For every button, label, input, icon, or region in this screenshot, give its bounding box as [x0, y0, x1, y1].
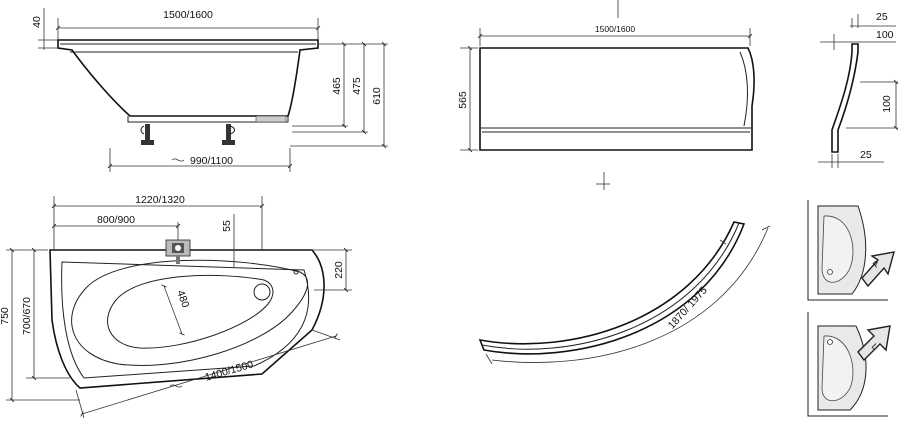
orientation-letter-l: L — [870, 341, 881, 352]
top-depth-inner-label: 700/670 — [21, 297, 33, 335]
profile-mid-height-label: 100 — [881, 95, 893, 113]
top-depth-outer-label: 750 — [0, 307, 11, 325]
side-view-base — [127, 116, 289, 123]
panel-profile-outline — [831, 43, 859, 153]
top-diagonal-label: 1400/1500 — [204, 358, 255, 383]
profile-bottom-offset-label: 25 — [860, 149, 872, 161]
top-view-tap — [165, 239, 191, 264]
top-view-drain — [253, 283, 271, 301]
front-panel-view: 1500/1600 565 — [457, 0, 755, 190]
side-height-475-label: 475 — [351, 77, 363, 95]
curved-panel-outline — [478, 221, 746, 355]
front-panel-length-label: 1500/1600 — [595, 24, 635, 34]
front-panel-dimensions: 1500/1600 565 — [457, 0, 753, 190]
top-view-tub-outline — [49, 249, 325, 389]
curved-panel-arc-label: 1870/ 1975 — [666, 284, 710, 331]
top-view-dimensions: 1220/1320 800/900 55 220 480 750 700/670… — [0, 194, 352, 419]
curved-panel-view: 1870/ 1975 — [478, 221, 771, 365]
front-panel-outline — [479, 47, 755, 151]
side-height-465-label: 465 — [331, 77, 343, 95]
top-tap-offset-label: 55 — [221, 220, 233, 232]
front-panel-height-label: 565 — [457, 91, 469, 109]
side-leg-span-label: 990/1100 — [190, 155, 233, 167]
profile-top-offset-label: 25 — [876, 11, 888, 23]
side-view: 1500/1600 40 465 475 610 990/1100 — [31, 8, 388, 172]
side-rim-height-label: 40 — [31, 16, 43, 28]
top-width-label: 1220/1320 — [135, 194, 185, 206]
top-basin-width-label: 480 — [174, 289, 191, 310]
top-inner-length-label: 800/900 — [97, 214, 135, 226]
top-view: 1220/1320 800/900 55 220 480 750 700/670… — [0, 194, 352, 419]
panel-profile-view: 25 100 100 25 — [818, 11, 899, 168]
side-height-610-label: 610 — [371, 87, 383, 105]
side-length-label: 1500/1600 — [163, 9, 213, 21]
top-rim-width-label: 220 — [333, 261, 345, 279]
top-view-basin-inner — [107, 274, 274, 349]
orientation-icon-left: L — [807, 312, 891, 417]
profile-top-depth-label: 100 — [876, 29, 894, 41]
side-view-legs — [132, 115, 287, 145]
side-view-tub-body — [57, 39, 319, 117]
orientation-icon-right: P — [807, 200, 895, 301]
orientation-letter-p: P — [870, 258, 881, 269]
side-view-dimensions: 1500/1600 40 465 475 610 990/1100 — [31, 8, 388, 172]
